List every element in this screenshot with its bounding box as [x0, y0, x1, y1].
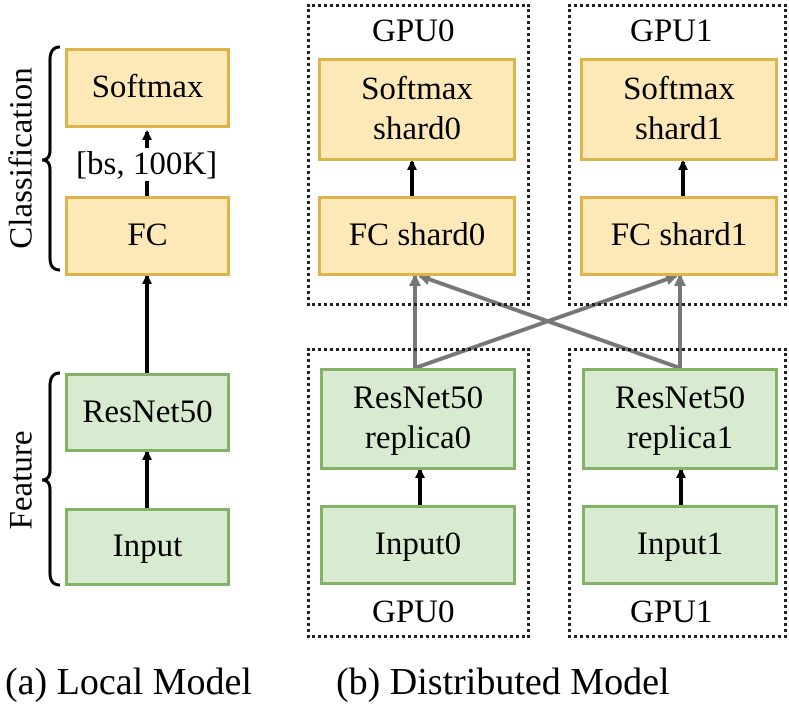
fc-shard0-text: FC shard0: [348, 217, 486, 254]
fc-box: FC: [65, 196, 230, 276]
resnet-replica0-line2: replica0: [364, 420, 472, 456]
gpu0-classification-container: [307, 4, 530, 306]
softmax-shard1-line1: Softmax: [623, 70, 735, 107]
softmax-shard0-line2: shard0: [373, 110, 461, 147]
softmax-shard1-box: Softmax shard1: [580, 58, 778, 161]
softmax-shard0-box: Softmax shard0: [318, 58, 516, 161]
resnet-replica1-box: ResNet50 replica1: [582, 368, 778, 470]
resnet-replica0-box: ResNet50 replica0: [320, 368, 516, 470]
resnet-box: ResNet50: [65, 373, 230, 452]
input-text: Input: [112, 528, 183, 565]
fc-shard1-text: FC shard1: [610, 217, 748, 254]
fc-shard1-box: FC shard1: [580, 196, 778, 276]
gpu0-feature-container: [307, 348, 530, 638]
softmax-text: Softmax: [91, 69, 204, 106]
gpu1-top-label: GPU1: [630, 13, 713, 49]
fc-text: FC: [127, 217, 168, 254]
input1-text: Input1: [636, 526, 724, 563]
input0-text: Input0: [374, 526, 462, 563]
softmax-shard1-line2: shard1: [635, 110, 723, 147]
feature-label: Feature: [3, 430, 40, 530]
resnet-replica0-line1: ResNet50: [352, 380, 484, 417]
fc-output-shape-label: [bs, 100K]: [76, 146, 218, 182]
arrow-replica1-to-fc0: [418, 273, 681, 370]
fc-shard0-box: FC shard0: [318, 196, 516, 276]
softmax-box: Softmax: [65, 48, 230, 128]
input-box: Input: [65, 508, 230, 586]
gpu1-classification-container: [568, 4, 787, 306]
classification-label: Classification: [3, 67, 40, 249]
gpu0-top-label: GPU0: [372, 13, 455, 49]
classification-brace: [41, 45, 61, 272]
resnet-text: ResNet50: [82, 393, 213, 430]
caption-distributed-model: (b) Distributed Model: [336, 661, 670, 703]
gpu0-bottom-label: GPU0: [372, 594, 455, 630]
resnet-replica1-line2: replica1: [626, 420, 734, 456]
gpu1-feature-container: [568, 348, 787, 638]
feature-brace: [41, 371, 61, 587]
resnet-replica1-line1: ResNet50: [614, 380, 746, 417]
softmax-shard0-line1: Softmax: [361, 70, 473, 107]
input1-box: Input1: [582, 505, 778, 585]
caption-local-model: (a) Local Model: [5, 661, 252, 703]
input0-box: Input0: [320, 505, 516, 585]
gpu1-bottom-label: GPU1: [630, 594, 713, 630]
